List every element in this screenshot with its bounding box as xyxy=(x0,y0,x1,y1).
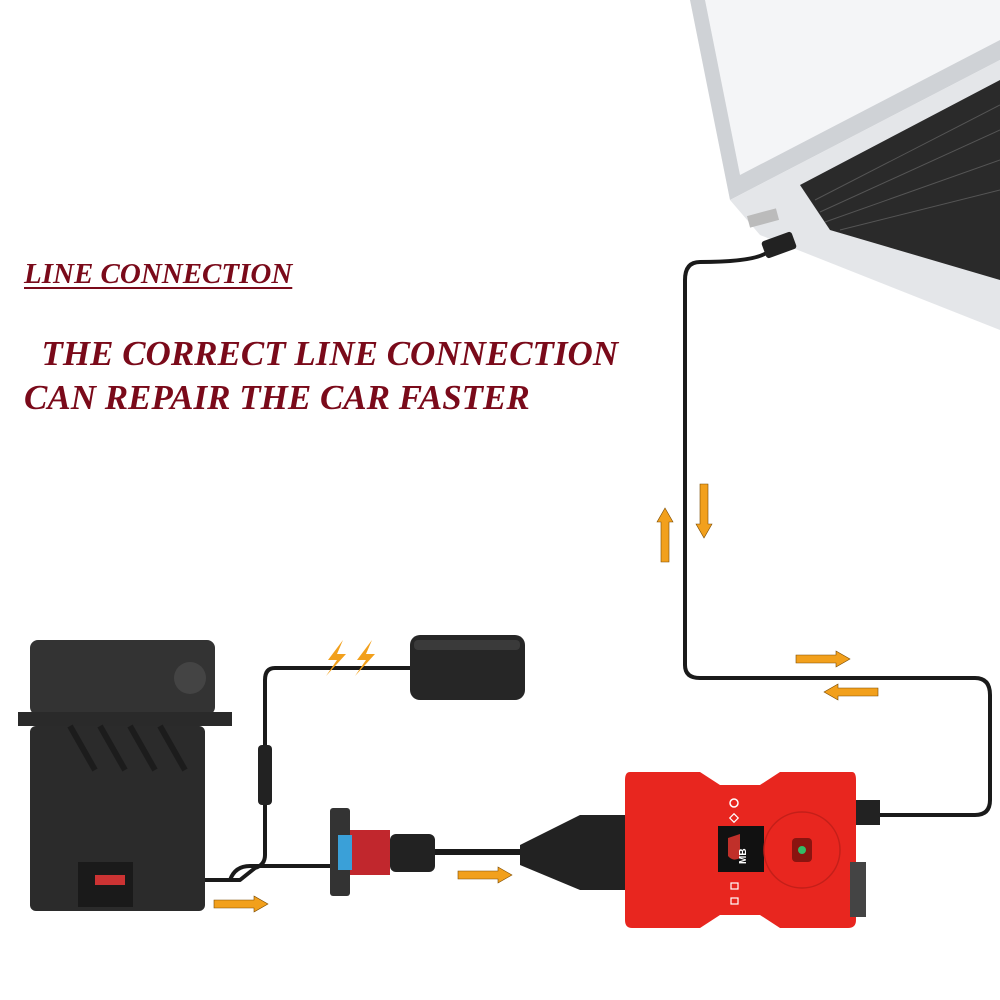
keyboard xyxy=(800,80,1000,280)
ecu-harness xyxy=(200,864,330,882)
usb-plug xyxy=(761,231,797,259)
arrow-up-icon xyxy=(656,507,674,563)
db-port xyxy=(850,862,866,917)
power-jack xyxy=(258,745,272,805)
device-screen-label: MB xyxy=(738,848,749,864)
power-lightning-icon xyxy=(326,640,375,676)
programmer-device: MB xyxy=(625,772,880,928)
car-led-icon xyxy=(730,897,739,905)
arrow-right-icon xyxy=(457,866,513,884)
tagline-line-1: THE CORRECT LINE CONNECTION xyxy=(24,334,619,373)
db-connector xyxy=(520,815,630,890)
device-screen xyxy=(718,826,764,872)
laptop xyxy=(690,0,1000,330)
status-led-icon xyxy=(728,812,740,824)
usb-cable xyxy=(683,248,992,817)
power-led-icon xyxy=(729,798,739,808)
pc-led-icon xyxy=(730,882,739,890)
arrow-down-icon xyxy=(695,483,713,539)
usb-port xyxy=(746,208,780,228)
arrow-right-icon xyxy=(213,895,269,913)
power-adapter xyxy=(410,635,525,700)
tagline-line-2: CAN REPAIR THE CAR FASTER xyxy=(24,378,530,417)
arrow-right-icon xyxy=(795,650,851,668)
obd-connector xyxy=(330,808,435,896)
tagline: THE CORRECT LINE CONNECTION CAN REPAIR TH… xyxy=(24,332,618,420)
section-heading: LINE CONNECTION xyxy=(24,258,293,290)
usb-port-device xyxy=(856,800,880,825)
arrow-left-icon xyxy=(823,683,879,701)
ecu-box xyxy=(18,640,232,911)
